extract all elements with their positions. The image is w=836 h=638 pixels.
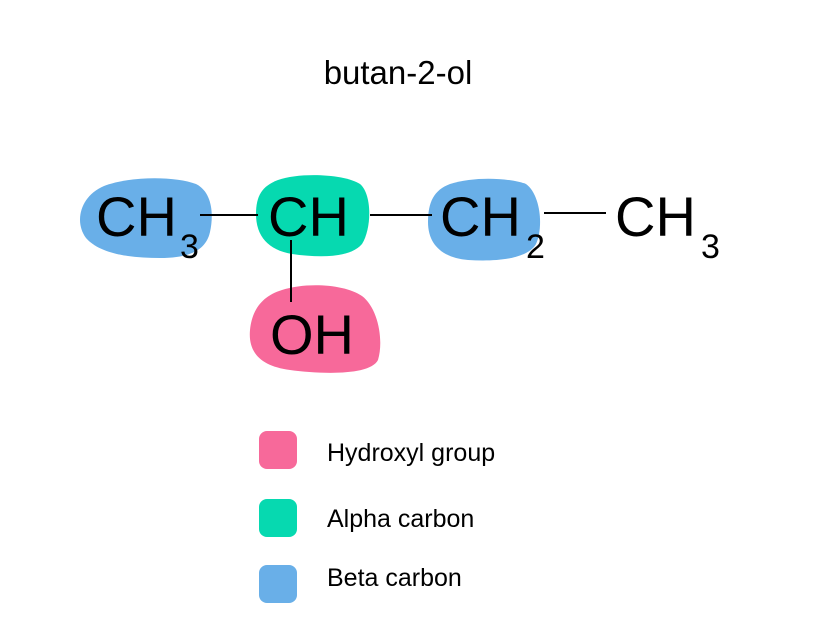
group-ch2-subscript: 2 — [526, 228, 545, 266]
hydroxyl-highlight — [249, 285, 381, 373]
beta-carbon-highlight-left — [80, 178, 212, 258]
group-ch3-right-main: CH — [615, 185, 696, 248]
group-oh-main: OH — [270, 303, 354, 366]
group-ch-alpha-main: CH — [268, 185, 349, 248]
legend-label-hydroxyl: Hydroxyl group — [327, 439, 495, 467]
group-ch3-right-subscript: 3 — [701, 228, 720, 266]
group-ch2-main: CH — [440, 185, 521, 248]
legend-swatch-alpha — [259, 499, 297, 537]
legend-item-hydroxyl: Hydroxyl group — [259, 431, 495, 469]
legend-swatch-beta — [259, 565, 297, 603]
diagram-title: butan-2-ol — [324, 54, 473, 91]
group-ch3-left: CH 3 — [96, 185, 199, 266]
group-oh: OH — [270, 303, 354, 366]
group-ch2: CH 2 — [440, 185, 545, 266]
legend: Hydroxyl group Alpha carbon Beta carbon — [259, 431, 495, 603]
group-ch3-left-subscript: 3 — [180, 228, 199, 266]
group-ch3-right: CH 3 — [615, 185, 720, 266]
beta-carbon-highlight-right — [428, 178, 541, 261]
legend-item-beta: Beta carbon — [259, 564, 462, 603]
group-ch-alpha: CH — [268, 185, 349, 248]
alpha-carbon-highlight — [256, 175, 370, 257]
group-ch3-left-main: CH — [96, 185, 177, 248]
legend-swatch-hydroxyl — [259, 431, 297, 469]
legend-label-alpha: Alpha carbon — [327, 505, 474, 533]
legend-label-beta: Beta carbon — [327, 564, 462, 592]
legend-item-alpha: Alpha carbon — [259, 499, 474, 537]
